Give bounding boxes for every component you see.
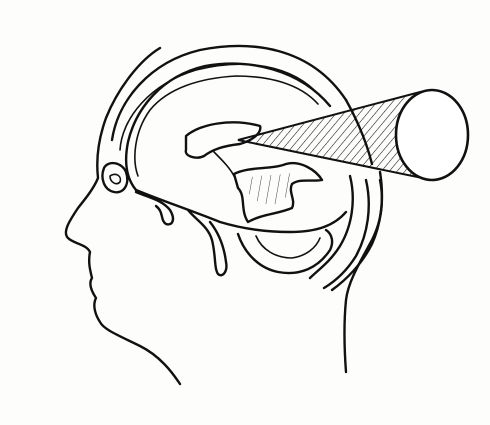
ventricle-connector [214,152,234,176]
beam-source-disc [396,90,468,180]
cerebellum [238,230,332,273]
brainstem [310,176,369,288]
facial-bone-right [188,210,226,275]
eye-socket [102,163,127,192]
cerebellum-inner [256,236,320,258]
deep-ventricle-hatch [246,172,297,204]
eye-socket-inner [110,174,120,183]
